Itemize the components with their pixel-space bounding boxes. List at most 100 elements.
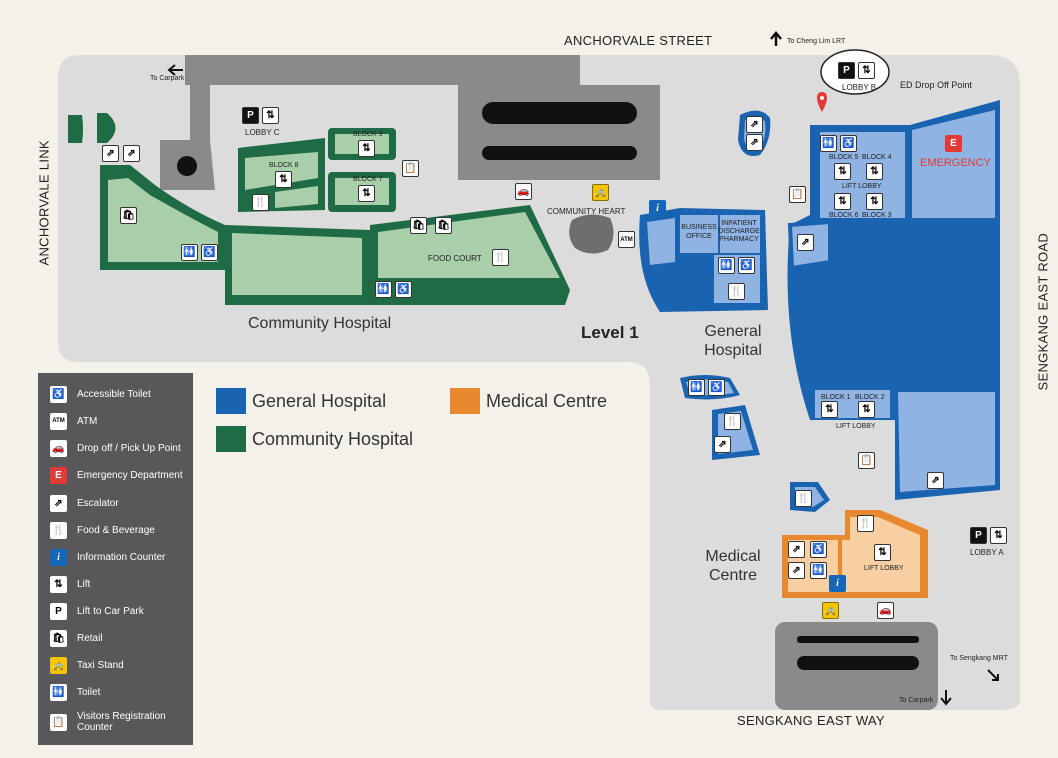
key-text-medical-centre: Medical Centre (486, 390, 608, 411)
food-icon[interactable]: 🍴 (492, 249, 509, 266)
key-swatch-medical-centre (450, 388, 480, 414)
key-general-hospital: General Hospital (216, 388, 386, 414)
visitors-registration-icon[interactable]: 📋 (858, 452, 875, 469)
lift-car-park-icon[interactable]: P (242, 107, 259, 124)
southeast-arrow-icon (987, 669, 999, 681)
lift-car-park-icon: P (50, 602, 67, 620)
retail-icon[interactable]: 🛍 (410, 217, 427, 234)
legend-item-food: 🍴 Food & Beverage (50, 520, 155, 540)
taxi-icon[interactable]: 🚕 (822, 602, 839, 619)
info-icon[interactable]: i (649, 200, 666, 217)
site-ground (58, 55, 1020, 710)
lift-icon[interactable]: ⇅ (358, 140, 375, 157)
lift-icon[interactable]: ⇅ (858, 401, 875, 418)
area-medical-centre: Medical Centre (705, 548, 761, 584)
ch-west-wing-inner (108, 178, 218, 262)
lift-icon[interactable]: ⇅ (262, 107, 279, 124)
lift-icon[interactable]: ⇅ (866, 163, 883, 180)
lift-car-park-icon[interactable]: P (838, 62, 855, 79)
toilet-icon[interactable]: 🚻 (688, 379, 705, 396)
escalator-icon[interactable]: ⇗ (927, 472, 944, 489)
legend-item-lift: ⇅ Lift (50, 574, 90, 594)
toilet-icon[interactable]: 🚻 (820, 135, 837, 152)
taxi-icon[interactable]: 🚕 (592, 184, 609, 201)
toilet-icon[interactable]: 🚻 (181, 244, 198, 261)
label-lobby-c: LOBBY C (245, 128, 280, 137)
lift-icon[interactable]: ⇅ (990, 527, 1007, 544)
legend-item-retail: 🛍 Retail (50, 628, 103, 648)
lift-icon[interactable]: ⇅ (834, 163, 851, 180)
escalator-icon[interactable]: ⇗ (123, 145, 140, 162)
legend-label: Toilet (77, 686, 101, 698)
toilet-icon[interactable]: 🚻 (810, 562, 827, 579)
escalator-icon[interactable]: ⇗ (788, 562, 805, 579)
accessible-toilet-icon[interactable]: ♿ (738, 257, 755, 274)
escalator-icon[interactable]: ⇗ (714, 436, 731, 453)
legend-label: Emergency Department (77, 469, 183, 481)
legend-label: Lift (77, 578, 91, 590)
accessible-toilet-icon[interactable]: ♿ (201, 244, 218, 261)
legend-label: Escalator (77, 497, 119, 509)
community-hospital-building (68, 113, 570, 305)
food-icon[interactable]: 🍴 (795, 490, 812, 507)
label-block-9: BLOCK 9 (353, 131, 383, 138)
accessible-toilet-icon[interactable]: ♿ (840, 135, 857, 152)
drop-off-icon[interactable]: 🚗 (877, 602, 894, 619)
accessible-toilet-icon[interactable]: ♿ (810, 541, 827, 558)
escalator-icon[interactable]: ⇗ (746, 134, 763, 151)
legend-label: Drop off / Pick Up Point (77, 442, 181, 454)
street-north: ANCHORVALE STREET (564, 33, 713, 48)
info-icon: i (50, 548, 67, 566)
legend-label: Taxi Stand (77, 659, 124, 671)
label-block-7: BLOCK 7 (353, 176, 383, 183)
accessible-toilet-icon[interactable]: ♿ (708, 379, 725, 396)
key-swatch-general-hospital (216, 388, 246, 414)
retail-icon[interactable]: 🛍 (435, 217, 452, 234)
visitors-registration-icon[interactable]: 📋 (789, 186, 806, 203)
escalator-icon[interactable]: ⇗ (746, 116, 763, 133)
community-heart-feature (569, 214, 614, 254)
label-block-4: BLOCK 4 (862, 154, 892, 161)
legend-label: Lift to Car Park (77, 605, 144, 617)
food-icon[interactable]: 🍴 (857, 515, 874, 532)
label-lift-lobby-top: LIFT LOBBY (842, 183, 882, 190)
toilet-icon[interactable]: 🚻 (718, 257, 735, 274)
drop-off-icon[interactable]: 🚗 (515, 183, 532, 200)
road-nw-loop (160, 60, 215, 190)
lift-icon[interactable]: ⇅ (821, 401, 838, 418)
accessible-toilet-icon[interactable]: ♿ (395, 281, 412, 298)
escalator-icon[interactable]: ⇗ (797, 234, 814, 251)
emergency-icon[interactable]: E (945, 135, 962, 152)
direction-carpark-s: To Carpark (899, 697, 934, 704)
street-west: ANCHORVALE LINK (36, 140, 52, 266)
lift-icon[interactable]: ⇅ (358, 185, 375, 202)
visitors-registration-icon: 📋 (50, 713, 67, 731)
legend-label: Food & Beverage (77, 524, 155, 536)
escalator-icon[interactable]: ⇗ (102, 145, 119, 162)
lift-icon[interactable]: ⇅ (834, 193, 851, 210)
lift-car-park-icon[interactable]: P (970, 527, 987, 544)
info-icon[interactable]: i (829, 575, 846, 592)
lift-icon[interactable]: ⇅ (858, 62, 875, 79)
food-icon[interactable]: 🍴 (252, 194, 269, 211)
lift-icon[interactable]: ⇅ (275, 171, 292, 188)
retail-icon[interactable]: 🛍 (120, 207, 137, 224)
area-community-hospital: Community Hospital (248, 315, 392, 332)
ch-main-inner (232, 233, 362, 295)
escalator-icon[interactable]: ⇗ (788, 541, 805, 558)
lift-icon[interactable]: ⇅ (874, 544, 891, 561)
gh-emergency-inner (912, 110, 995, 218)
food-icon[interactable]: 🍴 (724, 413, 741, 430)
visitors-registration-icon[interactable]: 📋 (402, 160, 419, 177)
retail-icon: 🛍 (50, 629, 67, 647)
street-south: SENGKANG EAST WAY (737, 713, 885, 728)
food-icon[interactable]: 🍴 (728, 283, 745, 300)
atm-icon[interactable]: ATM (618, 231, 635, 248)
legend-item-info: i Information Counter (50, 547, 165, 567)
ch-block8b-inner (275, 186, 318, 208)
drop-off-lane-2 (482, 146, 637, 160)
legend-label: ATM (77, 415, 98, 427)
label-food-court: FOOD COURT (428, 254, 482, 263)
toilet-icon[interactable]: 🚻 (375, 281, 392, 298)
lift-icon[interactable]: ⇅ (866, 193, 883, 210)
